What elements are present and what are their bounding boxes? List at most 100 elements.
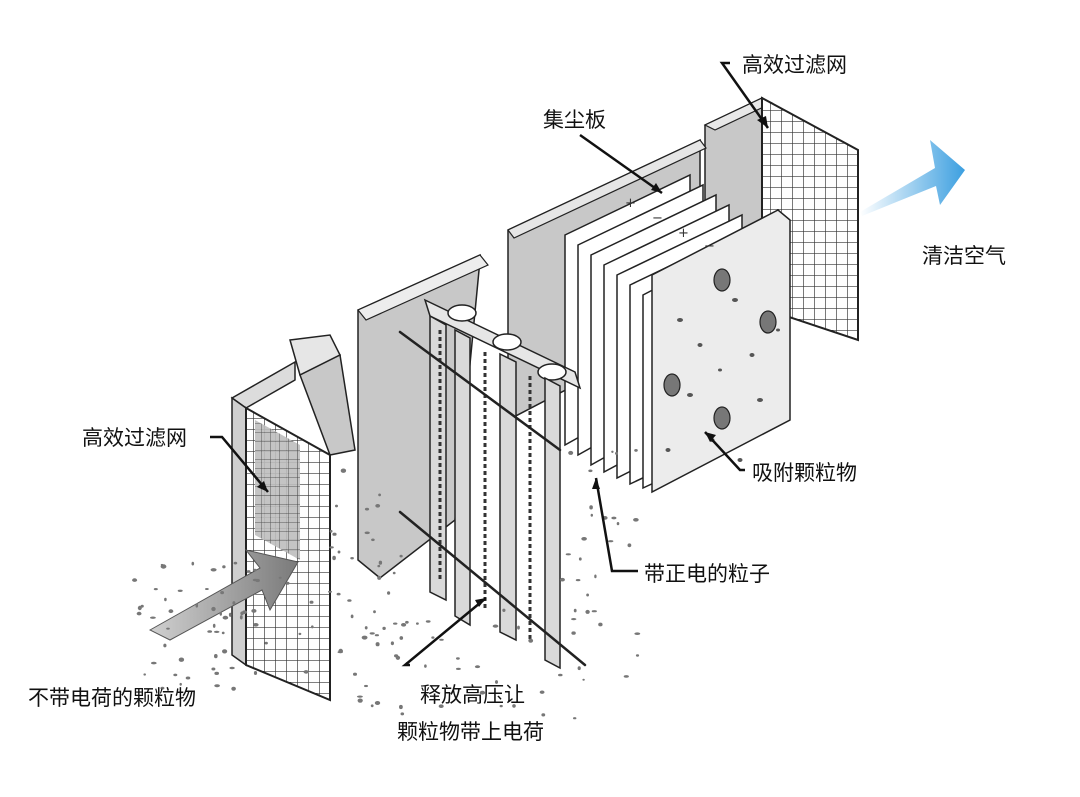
particle-dot xyxy=(568,450,574,455)
particle-dot xyxy=(328,590,332,593)
particle-dot xyxy=(232,601,236,605)
particle-dot xyxy=(173,673,178,677)
particle-dot xyxy=(627,543,632,548)
particle-dot xyxy=(616,522,620,526)
svg-text:+: + xyxy=(625,196,636,211)
particle-dot xyxy=(369,632,375,635)
particle-dot xyxy=(214,654,218,659)
particle-dot xyxy=(390,641,394,646)
uncharged-particles-label: 不带电荷的颗粒物 xyxy=(28,686,196,710)
particle-dot xyxy=(185,676,191,680)
particle-dot xyxy=(160,563,164,566)
particle-dot xyxy=(222,615,229,620)
particle-dot xyxy=(541,713,546,717)
particle-dot xyxy=(582,678,585,681)
collector-plate-label: 集尘板 xyxy=(543,108,606,132)
particle-dot xyxy=(332,532,337,536)
particle-dot xyxy=(591,610,597,613)
particle-dot xyxy=(329,529,333,533)
particle-dot xyxy=(143,673,146,676)
particle-dot xyxy=(219,612,222,616)
particle-dot xyxy=(178,657,185,662)
particle-dot xyxy=(512,704,516,708)
particle-dot xyxy=(588,469,593,473)
particle-dot xyxy=(364,531,370,535)
particle-dot xyxy=(207,630,213,633)
particle-dot xyxy=(479,690,486,695)
clean-air-arrow xyxy=(860,140,965,216)
particle-dot xyxy=(424,664,427,668)
particle-dot xyxy=(634,632,641,635)
outlet-hepa-label: 高效过滤网 xyxy=(742,53,847,77)
particle-dot xyxy=(252,578,258,582)
particle-dot xyxy=(399,554,403,558)
particle-dot xyxy=(371,538,375,542)
particle-dot xyxy=(633,518,639,522)
particle-dot xyxy=(214,684,220,688)
particle-dot xyxy=(150,616,156,619)
particle-dot xyxy=(329,546,334,549)
svg-text:−: − xyxy=(652,211,663,226)
particle-dot xyxy=(233,561,238,565)
particle-dot xyxy=(399,636,404,640)
particle-dot xyxy=(168,609,174,614)
particle-dot xyxy=(164,597,167,602)
particle-dot xyxy=(166,627,170,630)
particle-dot xyxy=(253,623,259,627)
particle-dot xyxy=(179,682,182,686)
particle-dot xyxy=(431,636,435,639)
particle-dot xyxy=(377,564,381,568)
particle-dot xyxy=(634,449,638,452)
particle-dot xyxy=(425,620,431,623)
particle-dot xyxy=(309,600,314,604)
particle-dot xyxy=(350,557,354,560)
particle-dot xyxy=(395,655,401,660)
particle-dot xyxy=(210,568,217,572)
particle-dot xyxy=(357,698,363,703)
particle-dot xyxy=(558,673,563,677)
particle-dot xyxy=(353,672,357,676)
particle-dot xyxy=(598,622,603,627)
particle-dot xyxy=(264,641,268,645)
particle-dot xyxy=(222,649,228,654)
particle-dot xyxy=(311,625,314,629)
particle-dot xyxy=(456,657,460,660)
particle-dot xyxy=(364,626,368,630)
particle-dot xyxy=(499,704,503,708)
charged-particles-label: 带正电的粒子 xyxy=(644,562,770,586)
particle-dot xyxy=(392,571,396,575)
particle-dot xyxy=(163,643,167,648)
particle-dot xyxy=(239,615,243,620)
particle-dot xyxy=(246,570,251,573)
collector-plate-assembly: + − + − xyxy=(507,138,791,494)
particle-dot xyxy=(220,591,225,595)
particle-dot xyxy=(635,654,640,657)
particle-dot xyxy=(253,671,258,675)
particle-dot xyxy=(278,576,282,579)
particle-dot xyxy=(211,667,216,671)
particle-dot xyxy=(375,642,380,647)
inlet-hepa-label: 高效过滤网 xyxy=(82,426,187,450)
particle-dot xyxy=(151,661,157,665)
ionizer-label-line2: 颗粒物带上电荷 xyxy=(397,720,544,744)
particle-dot xyxy=(356,695,363,698)
particle-dot xyxy=(382,626,386,631)
particle-dot xyxy=(585,609,590,614)
svg-text:+: + xyxy=(678,226,689,241)
particle-dot xyxy=(559,577,565,582)
particle-dot xyxy=(571,618,577,621)
particle-dot xyxy=(474,665,481,669)
clean-air-label: 清洁空气 xyxy=(922,244,1006,268)
particle-dot xyxy=(195,603,199,608)
ionizer-label-line1: 释放高压让 xyxy=(420,683,525,707)
particle-dot xyxy=(378,560,383,565)
particle-dot xyxy=(231,686,236,691)
particle-dot xyxy=(438,704,444,708)
particle-dot xyxy=(332,555,336,561)
particle-dot xyxy=(137,605,142,611)
particle-dot xyxy=(160,686,165,690)
particle-dot xyxy=(375,504,381,508)
particle-dot xyxy=(153,588,158,591)
particle-dot xyxy=(212,623,216,628)
